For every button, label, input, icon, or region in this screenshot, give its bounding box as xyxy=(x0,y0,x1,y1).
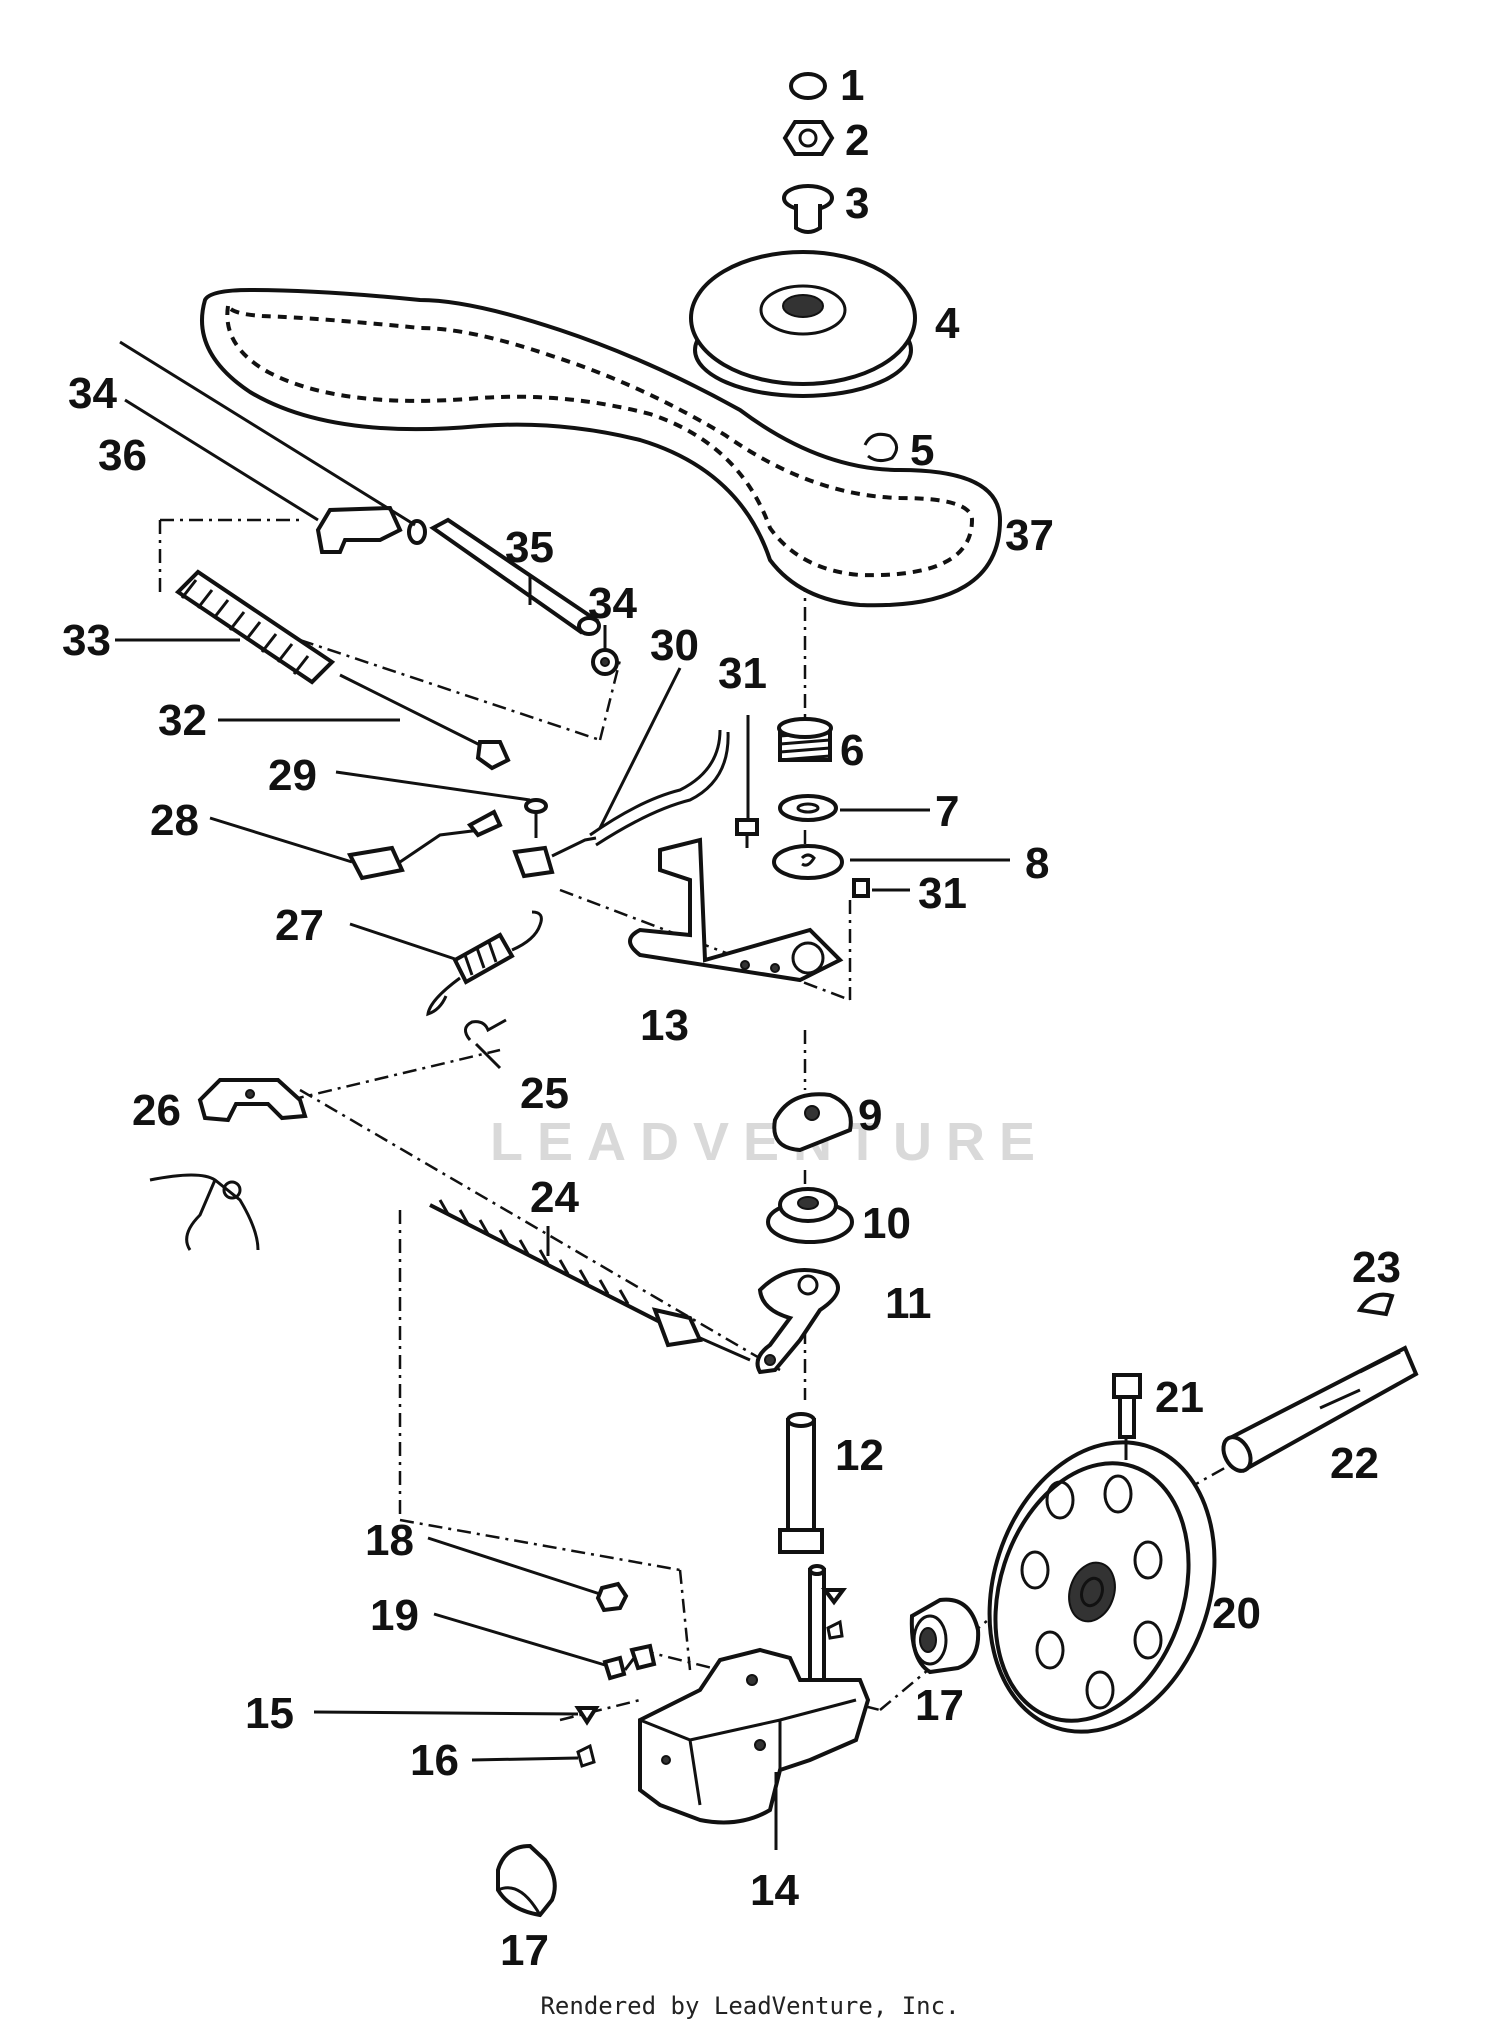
leader-lines xyxy=(115,340,1128,1850)
part-14-housing[interactable] xyxy=(638,1564,871,1825)
part-34-washer-upper[interactable] xyxy=(407,519,427,545)
part-24-cable[interactable] xyxy=(429,1199,751,1362)
watermark: LEADVENTURE xyxy=(490,1112,1049,1172)
footer-credit: Rendered by LeadVenture, Inc. xyxy=(540,1992,960,2020)
part-6-spring[interactable] xyxy=(777,717,833,762)
part-3-bushing[interactable] xyxy=(782,184,834,234)
part-9-cam[interactable] xyxy=(772,1092,853,1153)
part-17-plug-lower[interactable] xyxy=(496,1843,557,1918)
callout-3: 3 xyxy=(845,179,869,228)
callout-36: 36 xyxy=(98,431,147,480)
callout-8: 8 xyxy=(1025,839,1049,888)
part-17-bearing-right[interactable] xyxy=(909,1597,981,1675)
part-5-retaining-ring[interactable] xyxy=(863,432,898,463)
callout-4: 4 xyxy=(935,299,960,348)
part-15-screw[interactable] xyxy=(574,1706,600,1726)
part-30-cable[interactable] xyxy=(589,729,730,847)
part-32-cable[interactable] xyxy=(339,673,511,771)
part-26-bracket[interactable] xyxy=(149,1078,308,1251)
callout-2: 2 xyxy=(845,116,869,165)
callout-22: 22 xyxy=(1330,1439,1379,1488)
callout-5: 5 xyxy=(910,426,934,475)
part-2-nut[interactable] xyxy=(782,120,835,156)
callout-25: 25 xyxy=(520,1069,569,1118)
part-25-clip[interactable] xyxy=(464,1018,507,1041)
part-7-washer[interactable] xyxy=(778,794,838,822)
callout-31-upper: 31 xyxy=(718,649,767,698)
callout-1: 1 xyxy=(840,61,864,110)
part-20-wheel[interactable] xyxy=(954,1413,1251,1761)
part-18-nut[interactable] xyxy=(595,1581,629,1613)
callout-26: 26 xyxy=(132,1086,181,1135)
callout-30: 30 xyxy=(650,621,699,670)
callout-24: 24 xyxy=(530,1173,579,1222)
part-11-lever[interactable] xyxy=(755,1268,840,1375)
part-10-gear[interactable] xyxy=(766,1187,854,1244)
part-34-washer-lower[interactable] xyxy=(591,648,619,676)
callout-31-lower: 31 xyxy=(918,869,967,918)
callout-34-upper: 34 xyxy=(68,369,117,418)
part-1-cap[interactable] xyxy=(789,72,827,100)
callouts: 1 2 3 4 5 6 7 8 9 10 11 12 13 14 15 16 1… xyxy=(62,61,1401,1975)
part-16-washer[interactable] xyxy=(576,1743,596,1768)
part-4-pulley[interactable] xyxy=(689,250,917,398)
callout-7: 7 xyxy=(935,787,959,836)
part-35-rod[interactable] xyxy=(429,517,601,636)
callout-6: 6 xyxy=(840,726,864,775)
part-small-screws-housing xyxy=(821,1588,847,1640)
part-21-bolt[interactable] xyxy=(1112,1373,1142,1439)
part-12-shaft[interactable] xyxy=(778,1412,824,1554)
callout-32: 32 xyxy=(158,696,207,745)
callout-19: 19 xyxy=(370,1591,419,1640)
callout-27: 27 xyxy=(275,901,324,950)
part-31-bolt-lower[interactable] xyxy=(852,878,870,898)
part-13-bracket[interactable] xyxy=(628,837,844,983)
part-28-link[interactable] xyxy=(346,809,597,881)
callout-37: 37 xyxy=(1005,511,1054,560)
part-22-axle[interactable] xyxy=(1218,1345,1419,1476)
callout-20: 20 xyxy=(1212,1589,1261,1638)
part-37-drive-belt[interactable] xyxy=(200,287,1003,608)
callout-17-lower: 17 xyxy=(500,1926,549,1975)
callout-14: 14 xyxy=(750,1866,799,1915)
callout-10: 10 xyxy=(862,1199,911,1248)
callout-34-lower: 34 xyxy=(588,579,637,628)
callout-28: 28 xyxy=(150,796,199,845)
part-31-bolt-upper[interactable] xyxy=(735,818,759,848)
part-8-washer[interactable] xyxy=(772,844,844,880)
callout-29: 29 xyxy=(268,751,317,800)
part-29-screw[interactable] xyxy=(524,798,548,838)
callout-12: 12 xyxy=(835,1431,884,1480)
callout-9: 9 xyxy=(858,1091,882,1140)
part-23-key[interactable] xyxy=(1356,1292,1395,1317)
callout-17-right: 17 xyxy=(915,1681,964,1730)
callout-13: 13 xyxy=(640,1001,689,1050)
callout-33: 33 xyxy=(62,616,111,665)
callout-18: 18 xyxy=(365,1516,414,1565)
callout-21: 21 xyxy=(1155,1373,1204,1422)
part-19-screw[interactable] xyxy=(602,1643,657,1681)
callout-23: 23 xyxy=(1352,1243,1401,1292)
callout-15: 15 xyxy=(245,1689,294,1738)
callout-16: 16 xyxy=(410,1736,459,1785)
part-36-clip[interactable] xyxy=(315,505,403,554)
callout-35: 35 xyxy=(505,523,554,572)
callout-11: 11 xyxy=(885,1279,932,1328)
part-27-spring[interactable] xyxy=(426,910,543,1017)
part-33-spring[interactable] xyxy=(174,569,336,685)
